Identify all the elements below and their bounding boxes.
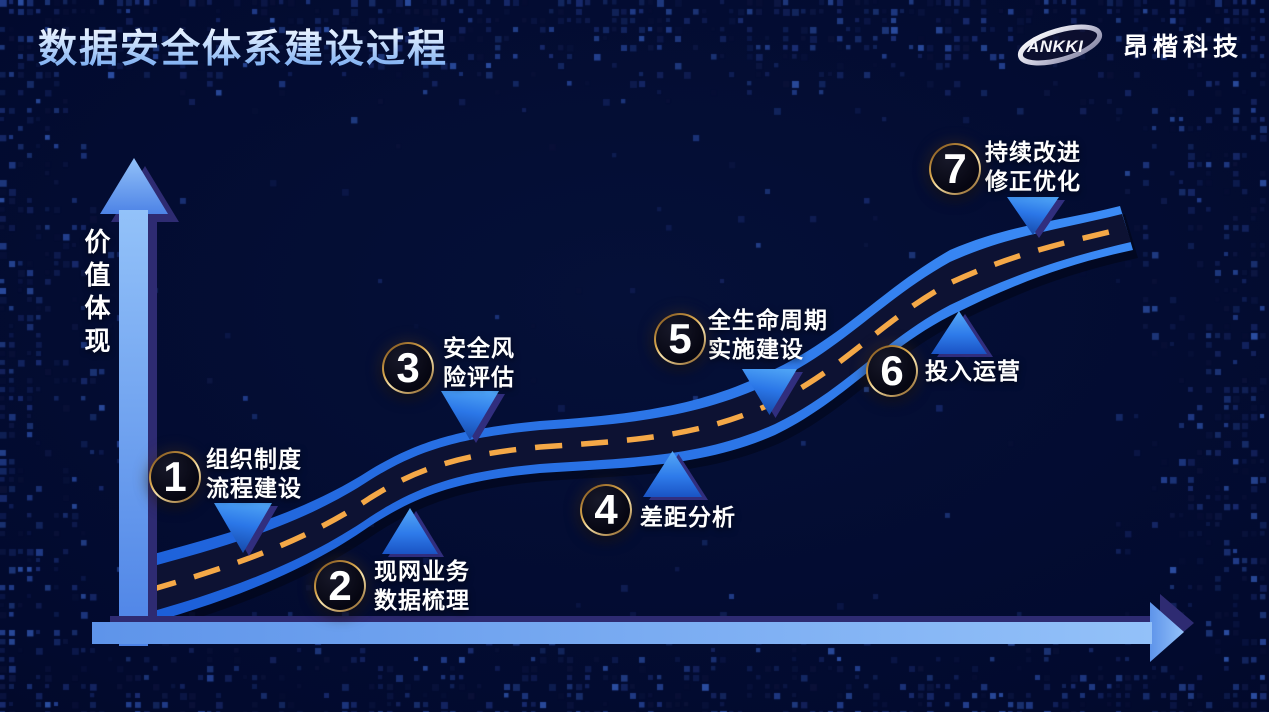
company-name: 昂楷科技 xyxy=(1122,33,1243,61)
step-6-number: 6 xyxy=(868,347,916,395)
pointer-down-icon xyxy=(742,369,797,415)
brand-name: ANKKI xyxy=(1026,37,1084,56)
pointer-up-icon xyxy=(643,451,702,497)
ankki-logo-icon: ANKKI xyxy=(1017,24,1103,66)
y-axis-label: 价值体现 xyxy=(81,228,111,360)
step-7-badge: 7 xyxy=(929,143,981,195)
step-3-badge: 3 xyxy=(382,342,434,394)
step-4-badge: 4 xyxy=(580,484,632,536)
x-axis-shaft-shadow xyxy=(110,616,1156,626)
pointer-down-icon xyxy=(441,391,499,440)
pointer-down-icon xyxy=(1007,197,1059,235)
step-5-number: 5 xyxy=(656,315,704,363)
road xyxy=(132,206,1138,636)
page-title: 数据安全体系建设过程 xyxy=(38,18,448,74)
x-axis-arrowhead xyxy=(1150,602,1184,662)
step-2-badge: 2 xyxy=(314,560,366,612)
pointer-up-icon xyxy=(931,311,987,354)
y-axis-arrow xyxy=(100,158,179,646)
step-2-number: 2 xyxy=(316,562,364,610)
step-6-label: 投入运营 xyxy=(925,358,1021,384)
x-axis-arrow xyxy=(92,594,1194,662)
step-3-number: 3 xyxy=(384,344,432,392)
step-1-number: 1 xyxy=(151,453,199,501)
step-5-badge: 5 xyxy=(654,313,706,365)
step-5-label: 全生命周期 实施建设 xyxy=(708,307,828,362)
step-6-badge: 6 xyxy=(866,345,918,397)
step-7-number: 7 xyxy=(931,145,979,193)
y-axis-shaft xyxy=(119,210,148,646)
step-4-label: 差距分析 xyxy=(640,504,736,530)
step-4-number: 4 xyxy=(582,486,630,534)
road-center-dashed-line xyxy=(149,225,1127,593)
pointer-down-icon xyxy=(214,503,272,553)
step-2-label: 现网业务 数据梳理 xyxy=(374,558,470,613)
y-axis-shaft-shadow xyxy=(148,214,157,638)
step-1-badge: 1 xyxy=(149,451,201,503)
pointer-up-icon xyxy=(382,508,438,554)
y-axis-arrowhead xyxy=(100,158,168,214)
step-3-label: 安全风 险评估 xyxy=(443,335,515,390)
road-surface xyxy=(136,214,1131,616)
brand-logo: ANKKI 昂楷科技 xyxy=(1014,20,1243,70)
step-7-label: 持续改进 修正优化 xyxy=(985,139,1081,194)
x-axis-shaft xyxy=(92,622,1152,644)
step-1-label: 组织制度 流程建设 xyxy=(206,446,302,501)
